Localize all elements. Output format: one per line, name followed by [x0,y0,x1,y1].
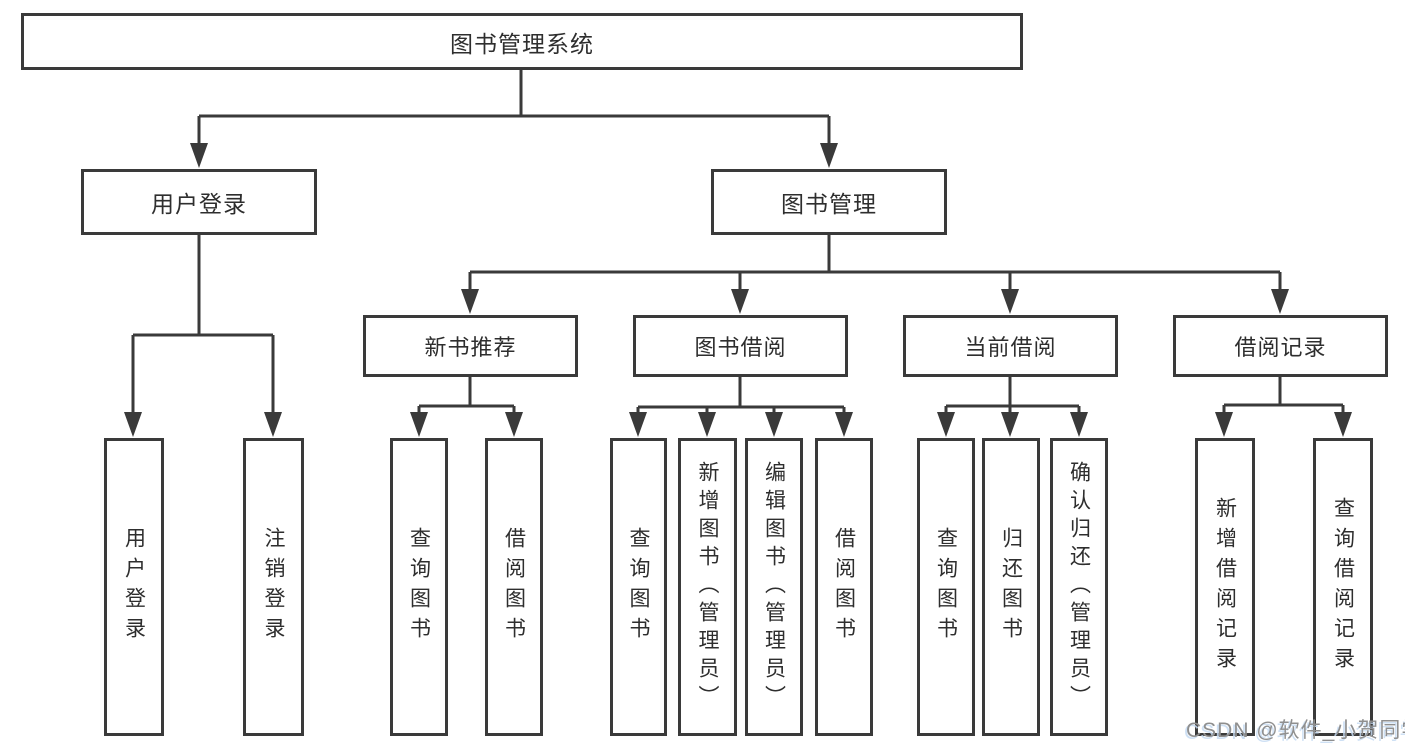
leaf-logout: 注销登录 [243,438,304,736]
leaf-return-books-label: 归还图书 [999,527,1023,647]
node-root-system: 图书管理系统 [21,13,1023,70]
leaf-query-books-recommend: 查询图书 [390,438,448,736]
leaf-confirm-return-admin: 确认归还（管理员） [1050,438,1108,736]
node-book-borrowing-label: 图书借阅 [694,335,787,360]
node-root-label: 图书管理系统 [450,30,594,57]
leaf-add-borrow-record: 新增借阅记录 [1195,438,1255,736]
leaf-borrow-books-recommend-label: 借阅图书 [502,527,526,647]
node-current-borrowing: 当前借阅 [903,315,1118,377]
node-book-borrowing: 图书借阅 [633,315,848,377]
connector-root-to-level2 [190,70,838,168]
leaf-query-borrow-record-label: 查询借阅记录 [1331,497,1355,677]
csdn-watermark: CSDN @软件_小贺同学 [1186,719,1405,742]
node-current-borrowing-label: 当前借阅 [964,335,1057,360]
leaf-borrow-books-recommend: 借阅图书 [485,438,543,736]
connector-borrow-records-to-leaves [1215,377,1352,437]
node-user-login: 用户登录 [81,169,317,235]
leaf-logout-label: 注销登录 [262,527,285,647]
connector-new-book-to-leaves [410,377,523,437]
leaf-confirm-return-admin-label: 确认归还（管理员） [1067,461,1091,713]
leaf-user-login: 用户登录 [104,438,164,736]
leaf-edit-book-admin: 编辑图书（管理员） [745,438,803,736]
connector-user-login-to-leaves [124,234,282,437]
leaf-add-borrow-record-label: 新增借阅记录 [1213,497,1237,677]
node-user-login-label: 用户登录 [151,191,247,217]
leaf-query-books-borrowing: 查询图书 [610,438,667,736]
leaf-query-books-recommend-label: 查询图书 [407,527,431,647]
node-book-management: 图书管理 [711,169,947,235]
node-new-book-recommend: 新书推荐 [363,315,578,377]
leaf-query-books-borrowing-label: 查询图书 [627,527,650,647]
leaf-return-books: 归还图书 [982,438,1040,736]
node-book-management-label: 图书管理 [781,191,877,217]
leaf-add-book-admin: 新增图书（管理员） [678,438,737,736]
connector-current-borrowing-to-leaves [937,377,1088,437]
leaf-borrow-books-borrowing-label: 借阅图书 [832,527,856,647]
leaf-edit-book-admin-label: 编辑图书（管理员） [762,461,786,713]
leaf-query-books-current-label: 查询图书 [934,527,958,647]
node-new-book-recommend-label: 新书推荐 [424,335,517,360]
node-borrow-records: 借阅记录 [1173,315,1388,377]
leaf-add-book-admin-label: 新增图书（管理员） [696,461,719,713]
leaf-query-books-current: 查询图书 [917,438,975,736]
connector-book-borrowing-to-leaves [629,377,853,437]
leaf-user-login-label: 用户登录 [122,527,146,647]
node-borrow-records-label: 借阅记录 [1234,335,1327,360]
connector-book-management-to-level3 [461,234,1289,314]
leaf-query-borrow-record: 查询借阅记录 [1313,438,1373,736]
leaf-borrow-books-borrowing: 借阅图书 [815,438,873,736]
